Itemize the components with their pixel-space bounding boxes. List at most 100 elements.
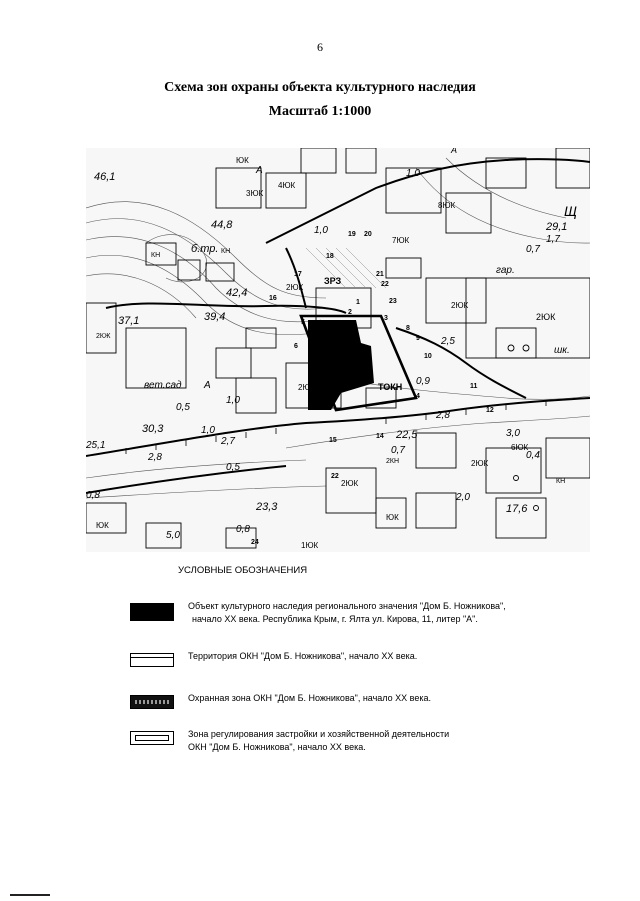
page-edge-mark bbox=[10, 894, 50, 896]
legend-text: Территория ОКН "Дом Б. Ножникова", начал… bbox=[188, 651, 418, 661]
map-label-shk: шк. bbox=[554, 345, 570, 356]
point-number: 6 bbox=[294, 343, 298, 350]
legend-heading: УСЛОВНЫЕ ОБОЗНАЧЕНИЯ bbox=[178, 565, 308, 576]
point-number: 12 bbox=[486, 407, 494, 414]
building-label: ЮК bbox=[236, 156, 249, 165]
building-label: 2КЖ bbox=[96, 333, 111, 340]
map-label-vet-sad: вет.сад bbox=[144, 380, 182, 391]
point-number: 17 bbox=[294, 271, 302, 278]
distance-label: 2,0 bbox=[455, 492, 470, 503]
legend-item-territory: Территория ОКН "Дом Б. Ножникова", начал… bbox=[130, 650, 417, 667]
heritage-object[interactable] bbox=[308, 320, 374, 410]
building-label: 1ЮК bbox=[301, 541, 319, 550]
elevation-label: 29,1 bbox=[545, 221, 567, 233]
point-number: 19 bbox=[348, 231, 356, 238]
distance-label: 0,7 bbox=[391, 445, 405, 456]
elevation-label: 42,4 bbox=[226, 287, 247, 299]
building-label: ЮК bbox=[386, 513, 399, 522]
distance-label: 2,7 bbox=[220, 436, 235, 447]
point-number: 5 bbox=[301, 319, 305, 326]
distance-label: 0,8 bbox=[86, 490, 100, 501]
distance-label: 1,0 bbox=[201, 425, 215, 436]
distance-label: 3,0 bbox=[506, 428, 520, 439]
map-scale: Масштаб 1:1000 bbox=[268, 104, 372, 119]
legend-swatch-heritage-object bbox=[130, 603, 174, 621]
distance-label: 2,8 bbox=[435, 410, 450, 421]
building-label: 2КН bbox=[386, 458, 399, 465]
legend-text: начало XX века. Республика Крым, г. Ялта… bbox=[192, 614, 478, 624]
map-label-a: А bbox=[255, 165, 263, 176]
point-number: 16 bbox=[269, 295, 277, 302]
elevation-label: 22,5 bbox=[395, 429, 418, 441]
contour-lines bbox=[86, 157, 590, 499]
building-label: 2ЮК bbox=[341, 479, 359, 488]
point-number: 20 bbox=[364, 231, 372, 238]
map-label-a: А bbox=[450, 148, 457, 155]
fence-ticks bbox=[125, 400, 547, 454]
building-label: ЮК bbox=[96, 521, 109, 530]
map-label-shch: Щ bbox=[564, 203, 577, 219]
point-number: 18 bbox=[326, 253, 334, 260]
building-label: 2ЮК bbox=[286, 283, 304, 292]
point-number: 4 bbox=[416, 393, 420, 400]
zone-boundaries bbox=[86, 158, 590, 494]
building-outlines bbox=[86, 148, 590, 549]
point-number: 23 bbox=[389, 298, 397, 305]
building-label: 2ЮК bbox=[451, 301, 469, 310]
legend-text: Охранная зона ОКН "Дом Б. Ножникова", на… bbox=[188, 693, 431, 703]
page-title: Схема зон охраны объекта культурного нас… bbox=[164, 80, 476, 95]
distance-label: 0,5 bbox=[226, 462, 240, 473]
point-number: 8 bbox=[406, 325, 410, 332]
legend-item-heritage-object: Объект культурного наследия региональног… bbox=[130, 600, 506, 626]
distance-label: 0,4 bbox=[526, 450, 540, 461]
distance-label: 1,7 bbox=[546, 234, 560, 245]
distance-label: 5,0 bbox=[166, 530, 180, 541]
building-label: 8ЮК bbox=[438, 201, 456, 210]
point-number: 3 bbox=[384, 315, 388, 322]
distance-label: 1,0 bbox=[314, 225, 328, 236]
elevation-label: 44,8 bbox=[211, 219, 233, 231]
elevation-label: 17,6 bbox=[506, 503, 528, 515]
building-label: 6ЮК bbox=[511, 443, 529, 452]
point-number: 2 bbox=[348, 309, 352, 316]
distance-label: 0,8 bbox=[236, 524, 250, 535]
legend-swatch-territory bbox=[130, 653, 174, 667]
elevation-label: 37,1 bbox=[118, 315, 139, 327]
point-number: 24 bbox=[251, 539, 259, 546]
point-number: 11 bbox=[470, 383, 478, 390]
map-label-b-tr: б.тр. bbox=[191, 243, 218, 255]
distance-label: 0,9 bbox=[416, 376, 430, 387]
distance-label: 2,5 bbox=[440, 336, 455, 347]
legend-text: ОКН "Дом Б. Ножникова", начало XX века. bbox=[188, 742, 366, 752]
legend-swatch-protection-zone bbox=[130, 695, 174, 709]
point-number: 15 bbox=[329, 437, 337, 444]
building-label: КН bbox=[151, 252, 160, 259]
building-label: КН bbox=[221, 248, 230, 255]
elevation-label: 30,3 bbox=[142, 423, 164, 435]
building-label: КН bbox=[556, 478, 565, 485]
legend-swatch-regulation-zone bbox=[130, 731, 174, 745]
distance-label: 0,7 bbox=[526, 244, 540, 255]
cadastral-map[interactable]: 46,1 44,8 42,4 39,4 37,1 30,3 29,1 22,5 … bbox=[86, 148, 590, 552]
point-number: 22 bbox=[331, 473, 339, 480]
point-number: 1 bbox=[356, 299, 360, 306]
elevation-label: 46,1 bbox=[94, 171, 115, 183]
building-label: 7ЮК bbox=[392, 236, 410, 245]
building-label: 4ЮК bbox=[278, 181, 296, 190]
point-number: 9 bbox=[416, 335, 420, 342]
legend-text: Объект культурного наследия региональног… bbox=[188, 601, 506, 611]
hatch-area bbox=[305, 247, 387, 289]
map-label-zrz: ЗРЗ bbox=[324, 276, 342, 286]
building-label: 2ЮК bbox=[536, 312, 556, 322]
building-label: 2ЮК bbox=[298, 383, 316, 392]
point-number: 21 bbox=[376, 271, 384, 278]
map-label-a: А bbox=[203, 380, 211, 391]
distance-label: 0,5 bbox=[176, 402, 190, 413]
map-label-gar: гар. bbox=[496, 265, 515, 276]
building-label: 2ЮК bbox=[471, 459, 489, 468]
distance-label: 2,8 bbox=[147, 452, 162, 463]
page-number: 6 bbox=[317, 40, 323, 54]
legend-item-protection-zone: Охранная зона ОКН "Дом Б. Ножникова", на… bbox=[130, 692, 431, 709]
map-label-tokn: ТОКН bbox=[378, 382, 402, 392]
elevation-label: 23,3 bbox=[255, 501, 278, 513]
